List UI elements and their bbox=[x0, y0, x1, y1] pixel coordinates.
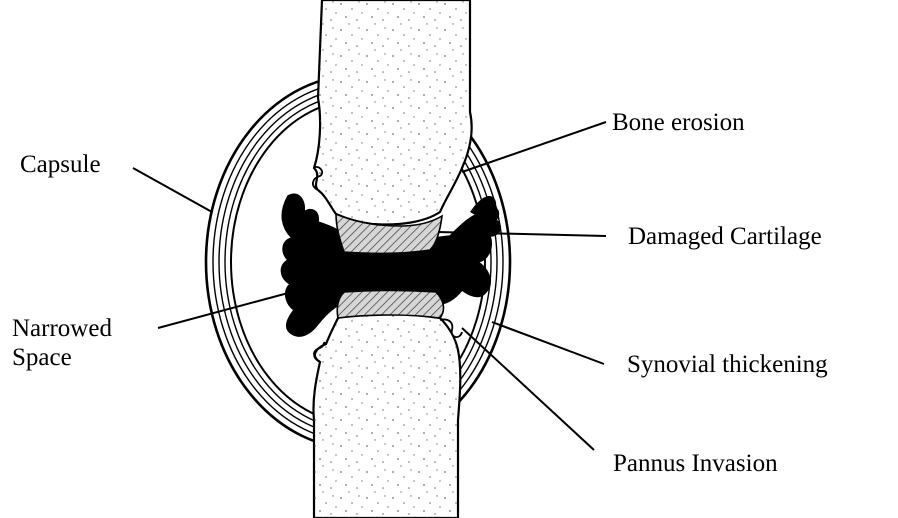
label-damaged-cartilage: Damaged Cartilage bbox=[628, 222, 822, 251]
label-narrowed-space-line2: Space bbox=[12, 343, 112, 372]
leader-pannus-invasion bbox=[462, 328, 594, 450]
lower-cartilage bbox=[337, 291, 443, 319]
leader-bone-erosion bbox=[462, 122, 606, 172]
label-narrowed-space: Narrowed Space bbox=[12, 314, 112, 372]
label-narrowed-space-line1: Narrowed bbox=[12, 314, 112, 343]
label-capsule: Capsule bbox=[20, 150, 101, 179]
label-synovial-thickening: Synovial thickening bbox=[627, 350, 828, 379]
label-bone-erosion: Bone erosion bbox=[612, 108, 745, 137]
leader-synovial-thickening bbox=[492, 322, 604, 364]
label-pannus-invasion: Pannus Invasion bbox=[613, 449, 778, 478]
leader-capsule bbox=[133, 168, 212, 212]
